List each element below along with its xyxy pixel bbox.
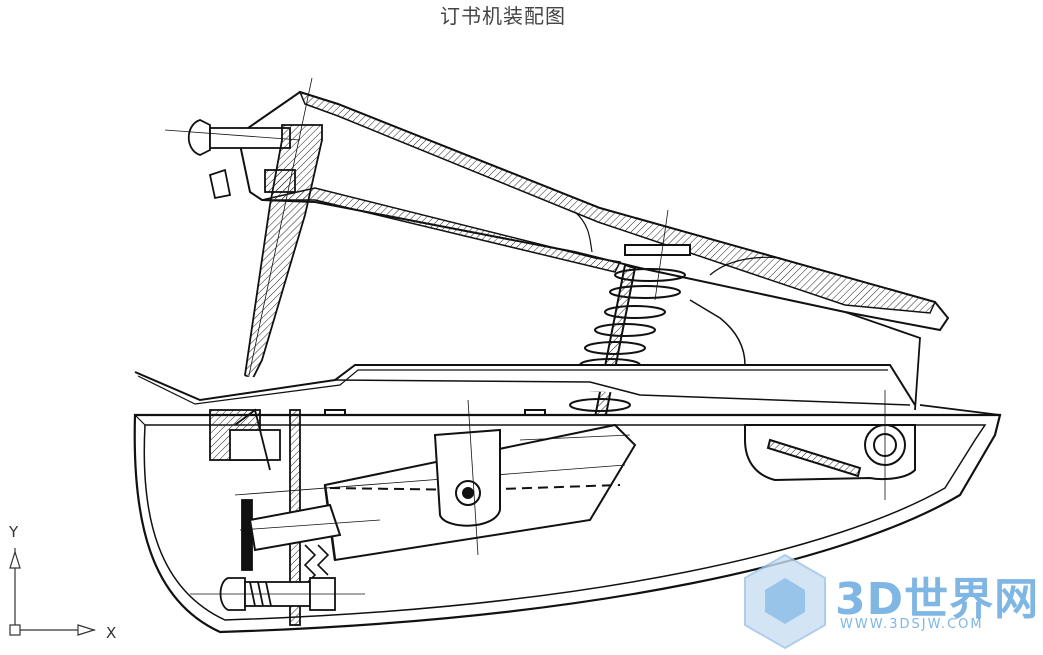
- pivot-plate: [433, 399, 501, 556]
- watermark-url: WWW.3DSJW.COM: [840, 617, 984, 632]
- upper-handle: [236, 90, 950, 411]
- watermark-cube-icon: [744, 553, 826, 650]
- watermark-brand: 3D世界网: [835, 574, 1040, 625]
- axis-y-label: Y: [9, 523, 19, 541]
- ucs-axis-icon: [9, 548, 97, 636]
- center-lines: [239, 434, 631, 531]
- axis-x-label: X: [106, 624, 117, 642]
- push-rod: [244, 77, 323, 382]
- drawing-title: 订书机装配图: [440, 4, 566, 28]
- rear-hinge: [744, 390, 916, 500]
- adjusting-screw: [190, 577, 365, 611]
